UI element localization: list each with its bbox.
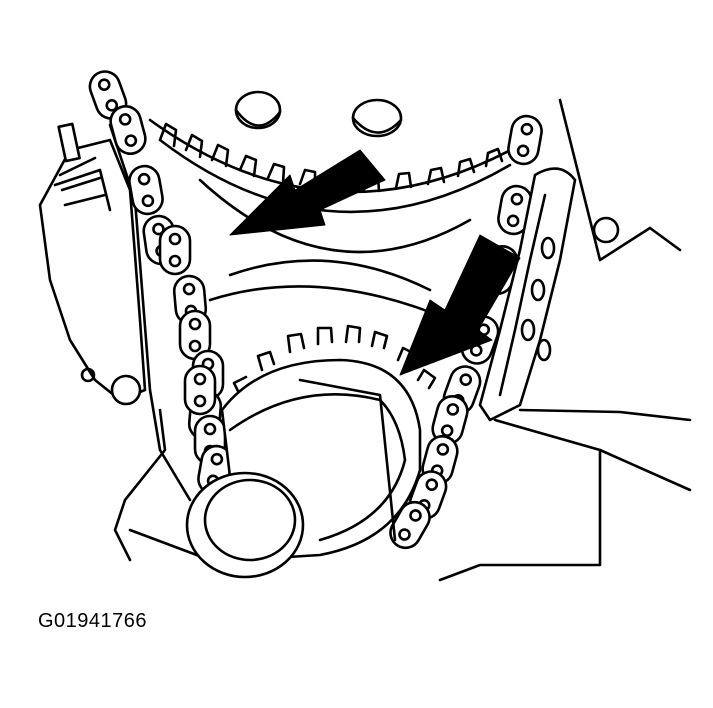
chain-left-pin	[97, 78, 111, 91]
chain-guide	[478, 167, 577, 422]
figure-code: G01941766	[38, 610, 148, 632]
chain-right-pin	[409, 509, 422, 522]
chain-right-pin	[446, 403, 460, 416]
arrow-upper	[229, 149, 386, 236]
chain-left-pin	[193, 372, 207, 386]
chain-left-pin	[203, 422, 217, 436]
chain-left-pin	[182, 282, 196, 296]
crankshaft-sprocket	[185, 259, 452, 579]
chain-right-pin	[516, 144, 530, 158]
chain-left-link	[183, 364, 217, 416]
arrow-lower	[399, 234, 521, 376]
engine-block-outline	[108, 98, 692, 582]
chain-left-pin	[141, 194, 155, 208]
chain-left-link	[128, 164, 164, 216]
dowel-pins	[234, 90, 403, 138]
chain-right-pin	[506, 214, 520, 228]
chain-right-pin	[436, 443, 450, 456]
chain-right-link	[507, 114, 543, 166]
chain-left-pin	[188, 339, 202, 353]
chain-right-pin	[425, 478, 439, 491]
chain-left-pin	[124, 134, 138, 147]
chain-right-pin	[398, 528, 411, 541]
chain-left-pin	[118, 113, 132, 126]
chain-left-pin	[105, 99, 119, 112]
chain-right-pin	[510, 192, 524, 206]
chain-left-pin	[188, 317, 202, 331]
chain-left-pin	[168, 232, 182, 246]
chain-right-pin	[440, 424, 454, 437]
chain-left-link	[158, 224, 192, 276]
chain-tensioner	[38, 122, 147, 406]
chain-right-pin	[520, 122, 534, 136]
chain-left-pin	[210, 452, 224, 466]
chain-left-pin	[168, 254, 182, 268]
chain-right-pin	[459, 373, 473, 386]
chain-left-pin	[193, 394, 207, 408]
chain-left-pin	[137, 172, 151, 186]
chain-left-pin	[152, 222, 165, 236]
